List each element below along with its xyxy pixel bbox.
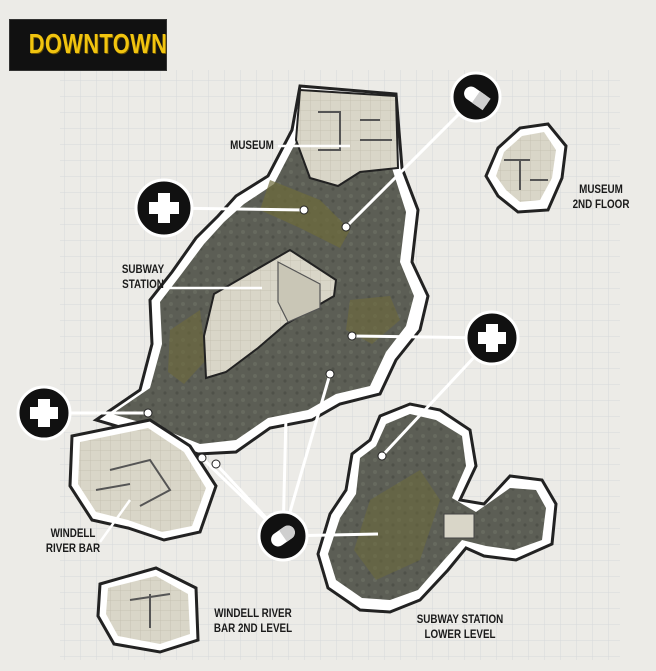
medkit-cross-icon: [464, 310, 520, 366]
museum-2nd-floor-area: [484, 122, 568, 214]
map-title-badge: DOWNTOWN: [10, 20, 168, 70]
map-title: DOWNTOWN: [28, 28, 168, 59]
medkit-cross-icon: [16, 385, 72, 441]
capsule-pill-icon: [257, 510, 309, 562]
label-windell-river-bar: WINDELL RIVER BAR: [45, 526, 101, 555]
subway-station-building: [202, 248, 338, 380]
callout-endpoints: [143, 205, 387, 469]
label-subway-station: SUBWAY STATION: [121, 262, 165, 291]
capsule-pill-icon: [450, 71, 502, 123]
windell-river-bar-2nd-level-area: [96, 566, 200, 654]
callout-lines: [44, 95, 494, 538]
label-subway-station-lower-level: SUBWAY STATION LOWER LEVEL: [416, 612, 504, 641]
medkit-cross-icon: [134, 178, 194, 238]
label-museum: MUSEUM: [230, 138, 274, 152]
windell-river-bar-area: [68, 418, 218, 542]
label-leader-lines: [98, 144, 350, 543]
label-museum-2nd-floor: MUSEUM 2ND FLOOR: [572, 182, 630, 211]
label-windell-river-bar-2nd-level: WINDELL RIVER BAR 2ND LEVEL: [213, 606, 293, 635]
museum-building: [294, 88, 400, 188]
